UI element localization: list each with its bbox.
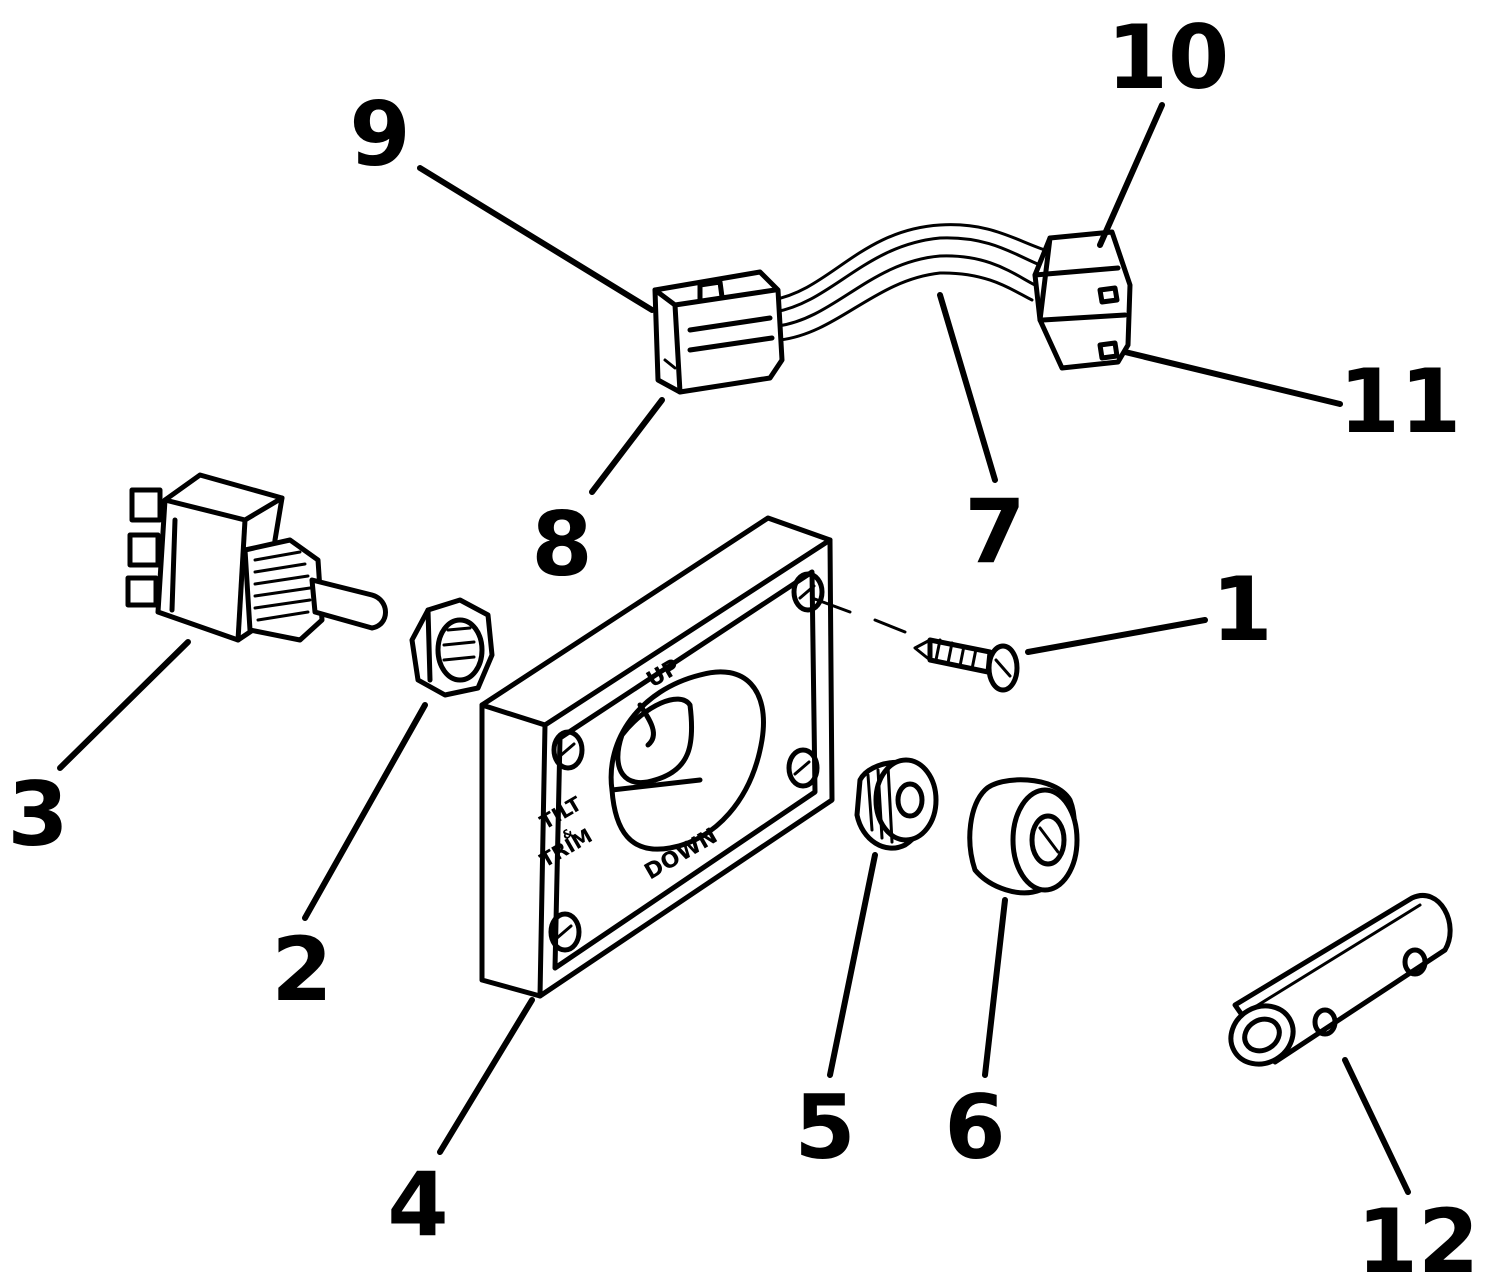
leader-7: [937, 292, 998, 483]
leader-1: [1025, 617, 1208, 655]
leader-2: [302, 702, 428, 921]
connector-left: [652, 269, 785, 395]
callout-9: 9: [349, 83, 410, 186]
callout-8: 8: [531, 493, 592, 596]
callout-2: 2: [271, 918, 332, 1021]
leader-8: [589, 397, 665, 495]
leader-4: [437, 997, 535, 1155]
hex-nut: [409, 597, 495, 698]
callout-5: 5: [794, 1076, 855, 1179]
callout-4: 4: [387, 1153, 448, 1256]
callout-6: 6: [944, 1076, 1005, 1179]
leader-6: [982, 897, 1008, 1078]
callout-10: 10: [1107, 6, 1229, 109]
leader-5: [827, 852, 878, 1078]
leader-10: [1097, 102, 1165, 248]
leader-11: [1122, 349, 1343, 407]
leader-9: [417, 165, 655, 313]
leader-3: [57, 639, 191, 771]
screw: [810, 596, 1020, 693]
panel-hole-top-left: [551, 729, 585, 771]
leader-lines: [57, 102, 1411, 1195]
callout-7: 7: [964, 480, 1025, 583]
sleeve: [1228, 893, 1453, 1067]
callout-11: 11: [1339, 350, 1461, 453]
callout-1: 1: [1211, 558, 1272, 661]
leader-12: [1342, 1057, 1411, 1195]
knurled-nut: [854, 757, 939, 851]
wire-harness: [770, 223, 1047, 342]
callout-numbers: 1 2 3 4 5 6 7 8 9 10 11 12: [7, 6, 1479, 1284]
connector-right: [1032, 229, 1133, 371]
callout-12: 12: [1357, 1190, 1479, 1284]
callout-3: 3: [7, 763, 68, 866]
panel-hole-bottom-right: [786, 747, 820, 789]
switch-boot: [967, 777, 1080, 896]
panel-hole-bottom-left: [548, 911, 582, 953]
toggle-switch: [125, 472, 388, 643]
panel-hole-top-right: [791, 571, 825, 613]
switch-panel: UP DOWN TILT & TRIM: [479, 515, 835, 999]
